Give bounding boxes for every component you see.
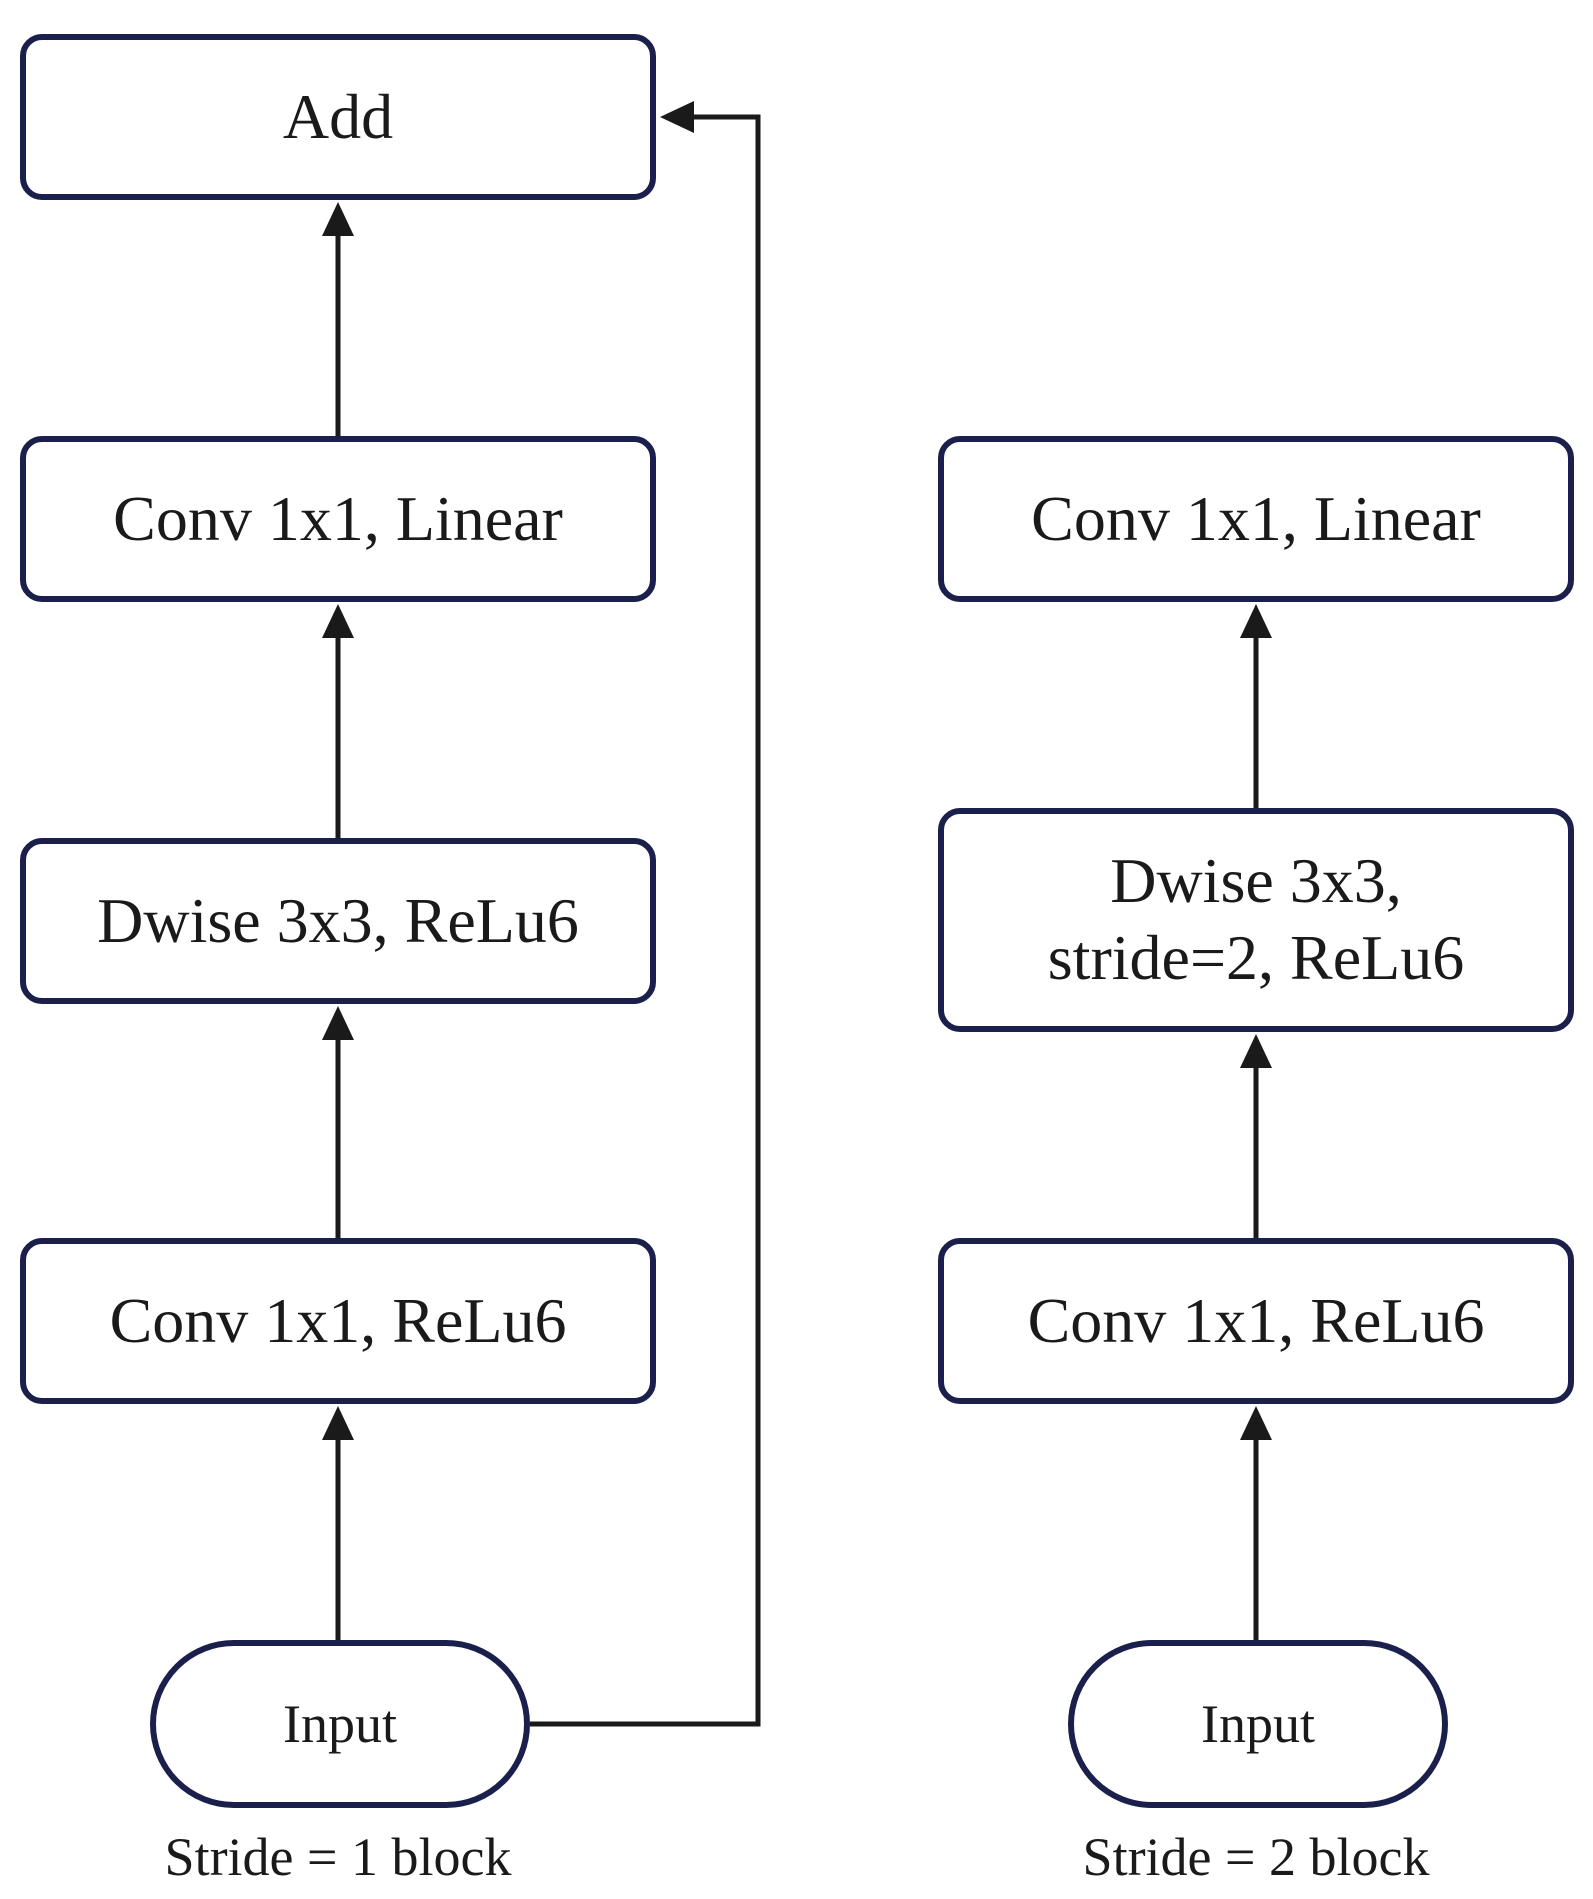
arrow-right-input-to-conv-relu [1240,1406,1272,1640]
left-conv-linear-label: Conv 1x1, Linear [113,482,563,554]
arrow-left-conv-relu-to-dwise [322,1006,354,1238]
right-conv-linear-node: Conv 1x1, Linear [938,436,1574,602]
left-dwise-label: Dwise 3x3, ReLu6 [97,884,579,956]
left-block-caption: Stride = 1 block [164,1827,512,1887]
left-conv-relu-node: Conv 1x1, ReLu6 [20,1238,656,1404]
right-dwise-label-line2: stride=2, ReLu6 [1047,922,1465,993]
left-add-label: Add [282,80,394,152]
left-arrows [322,101,761,1727]
right-conv-linear-label: Conv 1x1, Linear [1031,482,1481,554]
right-dwise-label-line1: Dwise 3x3, [1110,845,1402,917]
right-block-caption: Stride = 2 block [1082,1827,1430,1887]
arrow-right-dwise-to-conv-linear [1240,604,1272,808]
right-input-node: Input [1068,1640,1448,1808]
left-add-node: Add [20,34,656,200]
left-input-node: Input [150,1640,530,1808]
right-dwise-node: Dwise 3x3, stride=2, ReLu6 [938,808,1574,1032]
arrow-left-dwise-to-conv-linear [322,604,354,838]
arrow-left-conv-linear-to-add [322,202,354,436]
right-conv-relu-label: Conv 1x1, ReLu6 [1027,1284,1485,1356]
right-arrows [1240,604,1272,1640]
right-dwise-label: Dwise 3x3, stride=2, ReLu6 [1048,843,1464,997]
left-conv-linear-node: Conv 1x1, Linear [20,436,656,602]
arrow-left-skip-connection [530,101,761,1727]
right-conv-relu-node: Conv 1x1, ReLu6 [938,1238,1574,1404]
right-input-label: Input [1201,1693,1315,1754]
arrow-right-conv-relu-to-dwise [1240,1034,1272,1238]
left-dwise-node: Dwise 3x3, ReLu6 [20,838,656,1004]
left-input-label: Input [283,1693,397,1754]
left-conv-relu-label: Conv 1x1, ReLu6 [109,1284,567,1356]
arrow-left-input-to-conv-relu [322,1406,354,1640]
